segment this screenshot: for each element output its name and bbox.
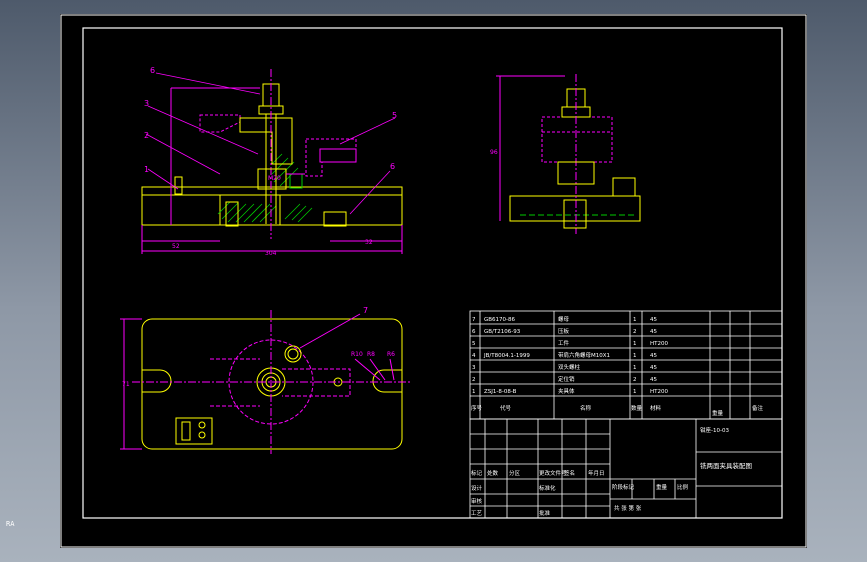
bom-mat: 45 [650,377,657,383]
top-view [120,310,412,454]
bom-name: 螺母 [558,315,570,323]
bom-no: 7 [472,317,476,323]
tb-label-change: 更改文件号 [539,469,567,477]
bom-mat: 45 [650,329,657,335]
tb-label-date: 年月日 [588,469,605,477]
bom-mat: 45 [650,317,657,323]
bom-header-mat: 材料 [650,404,662,412]
tb-label-zone: 分区 [509,469,521,477]
bom-qty: 1 [633,365,637,371]
tb-label-review: 审核 [471,497,483,505]
bom-no: 5 [472,341,476,347]
fixture-body-front [141,186,403,226]
bom-code: ZSJ1-8-08-B [484,389,517,395]
bom-no: 1 [472,389,476,395]
scale-label: 比例 [677,483,689,491]
dim-label-r10: R10 [351,351,363,358]
tb-label-sign: 签名 [564,469,575,477]
bom-name: 压板 [558,327,570,335]
callout-3: 3 [144,99,149,108]
sheet-border-outer [60,14,807,548]
sheets-label: 共 张 第 张 [614,504,642,512]
bom-header-note: 备注 [752,404,764,412]
bom-qty: 1 [633,353,637,359]
bom-name: 工件 [558,339,570,347]
dim-label-32: 32 [365,239,373,246]
dim-label-r6: R6 [387,351,395,358]
cad-drawing-canvas[interactable]: 52 304 32 M20 6 3 2 1 5 6 96 [60,14,807,548]
bom-no: 4 [472,353,476,359]
front-view [141,69,403,254]
bom-code: GB6170-86 [484,317,516,323]
bom-mat: HT200 [650,341,668,347]
bom-header-no: 序号 [471,404,483,412]
bom-code: GB/T2106-93 [484,329,521,335]
tb-label-standard: 标准化 [539,484,556,492]
weight-label: 重量 [656,483,668,491]
bom-code: JB/T8004.1-1999 [483,353,530,359]
callout-6b: 6 [390,162,395,171]
title-block [469,418,783,519]
tb-label-design: 设计 [471,484,483,492]
tb-label-mark: 标记 [471,469,483,477]
callout-7: 7 [363,306,368,315]
tb-label-count: 处数 [487,469,499,477]
bom-no: 6 [472,329,476,335]
bom-mat: 45 [650,353,657,359]
bom-name: 双头螺柱 [558,363,581,371]
fixture-body-top [141,318,403,450]
bom-qty: 2 [633,329,637,335]
fixture-body-side [509,195,641,222]
dim-label-96: 96 [490,149,498,156]
bom-qty: 1 [633,341,637,347]
sheet-border-inner [82,27,783,519]
side-view [496,74,641,234]
callout-6a: 6 [150,66,155,75]
drawing-sheet: 52 304 32 M20 6 3 2 1 5 6 96 [60,14,807,548]
callout-2: 2 [144,131,149,140]
bom-no: 3 [472,365,476,371]
bom-qty: 1 [633,389,637,395]
bom-name: 带肩六角螺母M10X1 [558,351,610,359]
bom-mat: HT200 [650,389,668,395]
dim-label-r8: R8 [367,351,375,358]
dim-label-304: 304 [265,250,277,257]
bom-header-code: 代号 [500,404,512,412]
bom-header-qty: 数量 [631,404,643,412]
drawing-title: 铣两面夹具装配图 [700,461,752,470]
bom-header-name: 名称 [580,404,592,412]
status-bar-text: RA [6,520,15,528]
bom-qty: 2 [633,377,637,383]
dim-label-71: 71 [122,381,130,388]
dim-label-m20: M20 [268,175,281,182]
drawing-number: 钳座-10-03 [700,426,729,434]
bom-rows: 7 GB6170-86 螺母 1 45 6 GB/T2106-93 压板 2 4… [471,315,764,417]
bom-name: 定位销 [558,375,575,383]
bom-no: 2 [472,377,476,383]
bom-table [469,310,783,420]
bom-name: 夹具体 [558,387,575,395]
bom-header-weight: 重量 [712,409,724,417]
bom-qty: 1 [633,317,637,323]
bom-mat: 45 [650,365,657,371]
tb-label-process: 工艺 [471,510,483,517]
callout-1: 1 [144,165,149,174]
callout-5: 5 [392,111,397,120]
tb-label-approve: 批准 [539,509,551,517]
dim-label-52: 52 [172,243,180,250]
stage-label: 阶段标记 [612,483,635,491]
